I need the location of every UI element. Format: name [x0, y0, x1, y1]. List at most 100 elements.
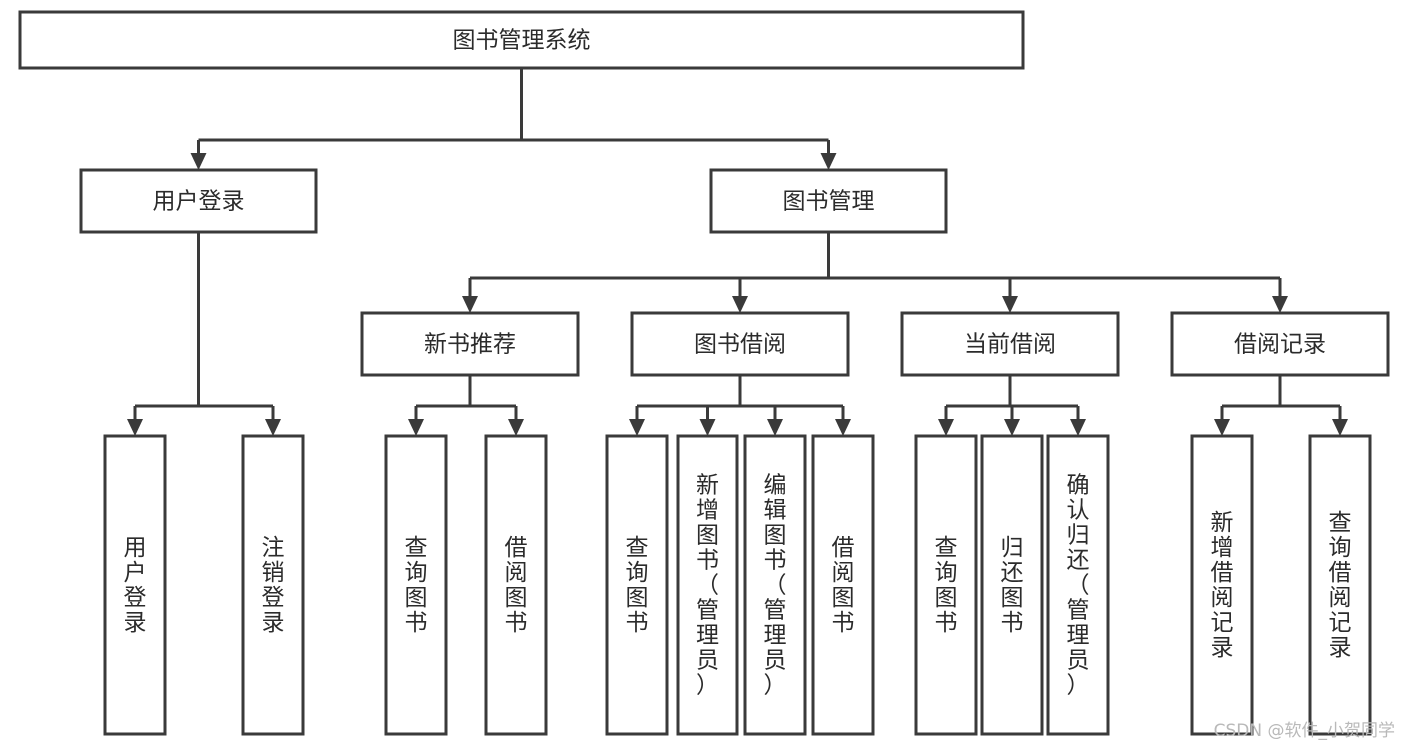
node-l3-2[interactable]: 当前借阅 — [900, 311, 1120, 377]
node-label-char: 录 — [1329, 635, 1352, 661]
node-label-char: 图 — [626, 585, 649, 611]
node-label: 借阅记录 — [1234, 332, 1326, 358]
arrow-head-icon — [699, 419, 716, 436]
arrow-head-icon — [1070, 419, 1086, 436]
node-label-char: 查 — [626, 535, 649, 561]
node-label-char: 图 — [405, 585, 428, 611]
node-box — [900, 311, 1120, 377]
node-box — [103, 434, 167, 736]
node-label: 图书管理系统 — [453, 28, 591, 54]
node-label-char: 录 — [1211, 635, 1234, 661]
node-label-char: 询 — [1329, 535, 1352, 561]
node-label-char: 用 — [124, 535, 147, 561]
node-box — [1190, 434, 1254, 736]
node-label-char: 查 — [1329, 510, 1352, 536]
node-box — [676, 434, 739, 736]
node-label-char: ） — [696, 673, 719, 699]
node-box — [1308, 434, 1372, 736]
node-label-char: 认 — [1067, 498, 1090, 524]
node-label-char: 查 — [935, 535, 958, 561]
node-leaf-0[interactable]: 用户登录 — [103, 434, 167, 736]
node-label-char: 注 — [262, 535, 285, 561]
node-l2-0[interactable]: 用户登录 — [79, 168, 318, 234]
arrow-head-icon — [508, 419, 524, 436]
arrow-head-icon — [408, 419, 424, 436]
connector-layer — [127, 68, 1348, 436]
node-label-char: 图 — [505, 585, 528, 611]
node-label-char: 借 — [1211, 560, 1234, 586]
node-label-char: ） — [1067, 673, 1090, 699]
node-label: 当前借阅 — [964, 332, 1056, 358]
node-label-char: 书 — [505, 610, 528, 636]
node-label-char: 借 — [505, 535, 528, 561]
node-label-char: 书 — [405, 610, 428, 636]
arrow-head-icon — [1272, 296, 1288, 313]
node-box — [18, 10, 1025, 70]
node-box — [1170, 311, 1390, 377]
node-label-char: 确 — [1067, 473, 1090, 499]
node-box — [914, 434, 978, 736]
node-label-char: 借 — [832, 535, 855, 561]
arrow-head-icon — [820, 153, 837, 170]
node-box — [980, 434, 1044, 736]
node-label-char: 借 — [1329, 560, 1352, 586]
node-label-char: 还 — [1001, 560, 1024, 586]
node-layer: 图书管理系统用户登录图书管理新书推荐图书借阅当前借阅借阅记录用户登录注销登录查询… — [18, 10, 1390, 736]
node-box — [605, 434, 669, 736]
node-l3-1[interactable]: 图书借阅 — [630, 311, 850, 377]
node-l3-0[interactable]: 新书推荐 — [360, 311, 580, 377]
node-label-char: 员 — [696, 648, 719, 674]
node-label-char: 管 — [764, 598, 787, 624]
node-label-char: ） — [764, 673, 787, 699]
node-label-char: 编 — [764, 473, 787, 499]
node-label-char: 图 — [832, 585, 855, 611]
node-l2-1[interactable]: 图书管理 — [709, 168, 948, 234]
node-label-char: 图 — [935, 585, 958, 611]
node-label-char: 书 — [764, 548, 787, 574]
arrow-head-icon — [767, 419, 783, 436]
node-label-char: 阅 — [1329, 585, 1352, 611]
node-label-char: 归 — [1067, 523, 1090, 549]
node-label-char: （ — [764, 573, 787, 599]
arrow-head-icon — [1002, 296, 1018, 313]
node-label-char: 新 — [1211, 510, 1234, 536]
node-label-char: 记 — [1211, 610, 1234, 636]
node-label-char: 图 — [764, 523, 787, 549]
arrow-head-icon — [1214, 419, 1230, 436]
node-label-char: （ — [1067, 573, 1090, 599]
node-box — [484, 434, 548, 736]
node-label: 图书借阅 — [694, 332, 786, 358]
node-label: 用户登录 — [153, 189, 245, 215]
node-label-char: 图 — [696, 523, 719, 549]
node-label-char: 还 — [1067, 548, 1090, 574]
node-label-char: 书 — [696, 548, 719, 574]
node-label-char: 登 — [262, 585, 285, 611]
node-root-0[interactable]: 图书管理系统 — [18, 10, 1025, 70]
node-label-char: 书 — [1001, 610, 1024, 636]
node-label-char: 增 — [1211, 535, 1234, 561]
node-label-char: 图 — [1001, 585, 1024, 611]
node-label-char: 归 — [1001, 535, 1024, 561]
arrow-head-icon — [938, 419, 954, 436]
arrow-head-icon — [732, 296, 748, 313]
node-box — [384, 434, 448, 736]
node-label-char: 理 — [696, 623, 719, 649]
arrow-head-icon — [1004, 419, 1020, 436]
node-l3-3[interactable]: 借阅记录 — [1170, 311, 1390, 377]
node-label-char: 书 — [626, 610, 649, 636]
node-label-char: 询 — [626, 560, 649, 586]
node-label-char: 增 — [696, 498, 719, 524]
